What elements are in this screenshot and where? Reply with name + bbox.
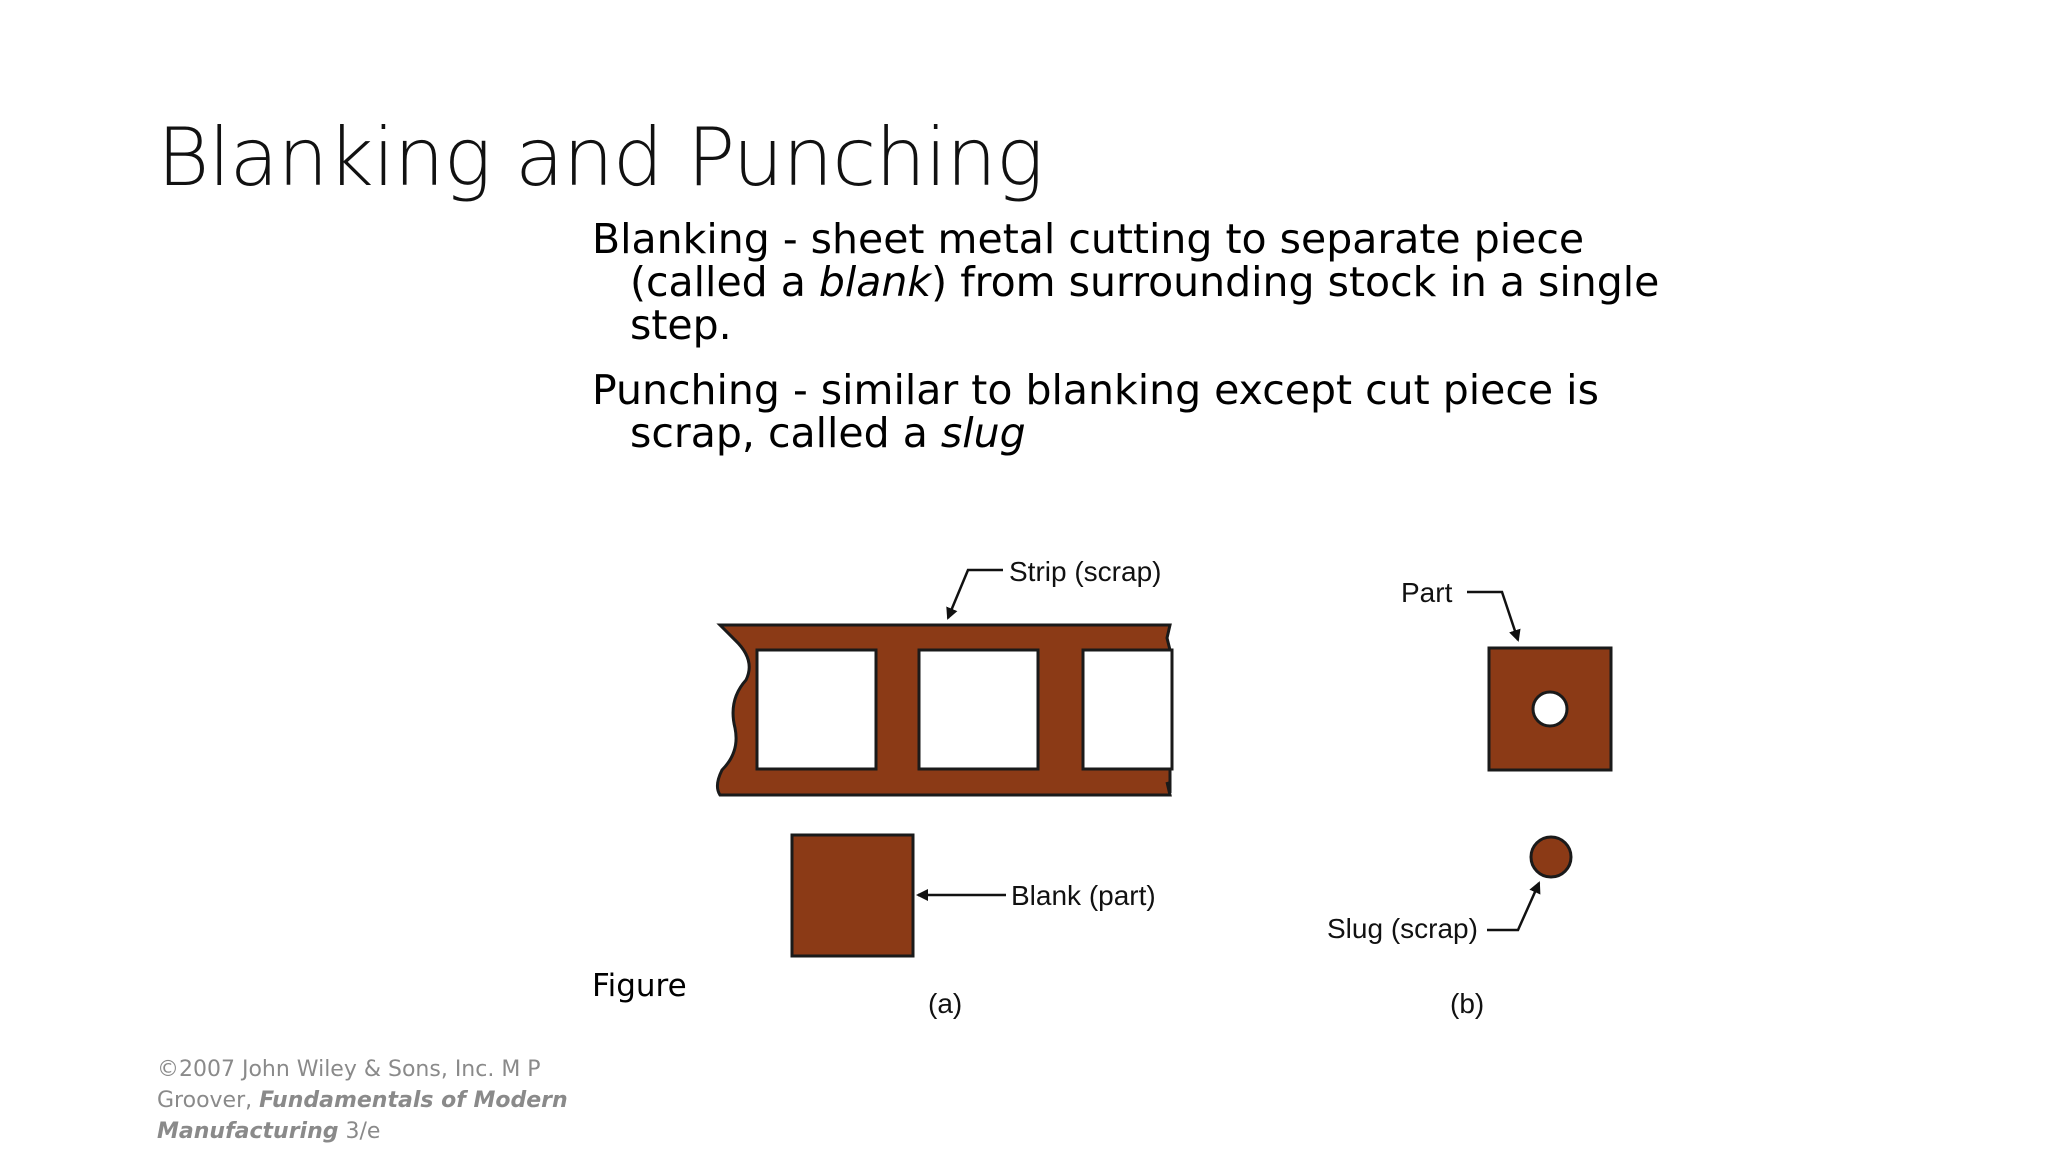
strip-hole-3: [1081, 648, 1174, 771]
part-label-group: Part: [1401, 577, 1521, 642]
bullet-emphasis: slug: [940, 409, 1026, 457]
bullet-term: Blanking: [592, 215, 770, 263]
blank-label: Blank (part): [1011, 880, 1156, 911]
panel-b-label: (b): [1450, 988, 1484, 1019]
bullet-punching: Punching - similar to blanking except cu…: [592, 369, 1712, 455]
bullet-emphasis: blank: [818, 258, 932, 306]
slug-shape: [1529, 835, 1573, 879]
bullet-text: - sheet metal cutting to separate piece …: [630, 215, 1585, 306]
strip-leader-line: [946, 568, 1003, 620]
bullet-text-after: ) from surrounding stock in a single ste…: [630, 258, 1660, 349]
strip-hole-2: [917, 648, 1040, 771]
panel-a-label: (a): [928, 988, 962, 1019]
part-shape: [1487, 646, 1613, 772]
footer-book-title: Fundamentals of Modern Manufacturing: [157, 1088, 568, 1144]
footer-edition: 3/e: [338, 1119, 381, 1144]
bullet-text: - similar to blanking except cut piece i…: [630, 366, 1599, 457]
footer-copyright: ©2007 John Wiley & Sons, Inc. M P Groove…: [157, 1057, 541, 1113]
footer-citation: ©2007 John Wiley & Sons, Inc. M P Groove…: [157, 1054, 577, 1147]
blank-part-shape: [790, 833, 915, 958]
slug-label-group: Slug (scrap): [1327, 881, 1541, 944]
strip-scrap-shape: [715, 623, 1174, 797]
strip-hole-1: [755, 648, 878, 771]
part-hole: [1531, 690, 1569, 728]
strip-label: Strip (scrap): [1009, 556, 1161, 587]
strip-label-group: Strip (scrap): [946, 556, 1161, 620]
bullet-term: Punching: [592, 366, 780, 414]
part-leader-line: [1467, 590, 1521, 642]
bullet-blanking: Blanking - sheet metal cutting to separa…: [592, 218, 1712, 347]
part-label: Part: [1401, 577, 1453, 608]
figure-caption: Figure: [592, 968, 687, 1004]
slug-leader-line: [1487, 881, 1541, 932]
bullet-list: Blanking - sheet metal cutting to separa…: [592, 218, 1712, 477]
blank-label-group: Blank (part): [916, 880, 1156, 911]
slide-title: Blanking and Punching: [157, 111, 1044, 204]
slug-label: Slug (scrap): [1327, 913, 1478, 944]
